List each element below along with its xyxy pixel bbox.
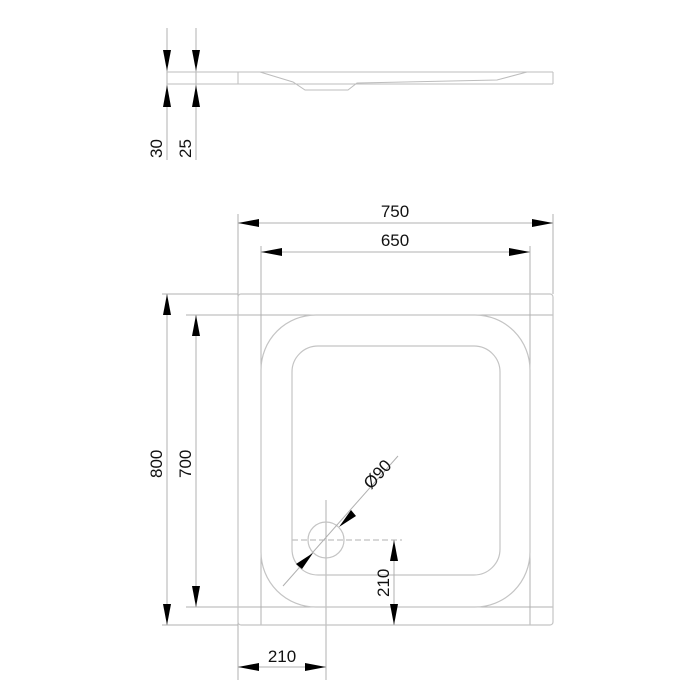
dim-drain-offset-y: 210: [374, 569, 393, 597]
dim-outer-length: 800: [147, 450, 166, 478]
arrow-up-icon: [163, 85, 171, 107]
dim-drain-offset-x: 210: [268, 647, 296, 666]
arrow-down-icon: [192, 50, 200, 71]
drain-circle: [307, 521, 345, 559]
tray-outer-outline: [237, 293, 554, 626]
dim-rim-height: 25: [176, 139, 195, 158]
dim-inner-length: 700: [176, 450, 195, 478]
arrow-up-icon: [192, 85, 200, 107]
arrow-down-icon: [163, 50, 171, 71]
dim-total-height: 30: [147, 139, 166, 158]
dim-outer-width: 750: [381, 202, 409, 221]
dim-drain-diameter: Ø90: [360, 456, 396, 493]
dim-inner-width: 650: [381, 231, 409, 250]
profile-drain-sump: [259, 71, 528, 91]
top-view: 750 650 800 700 Ø90 210 210: [147, 202, 554, 680]
side-view: 30 25: [147, 28, 554, 160]
tray-floor: [291, 345, 501, 576]
